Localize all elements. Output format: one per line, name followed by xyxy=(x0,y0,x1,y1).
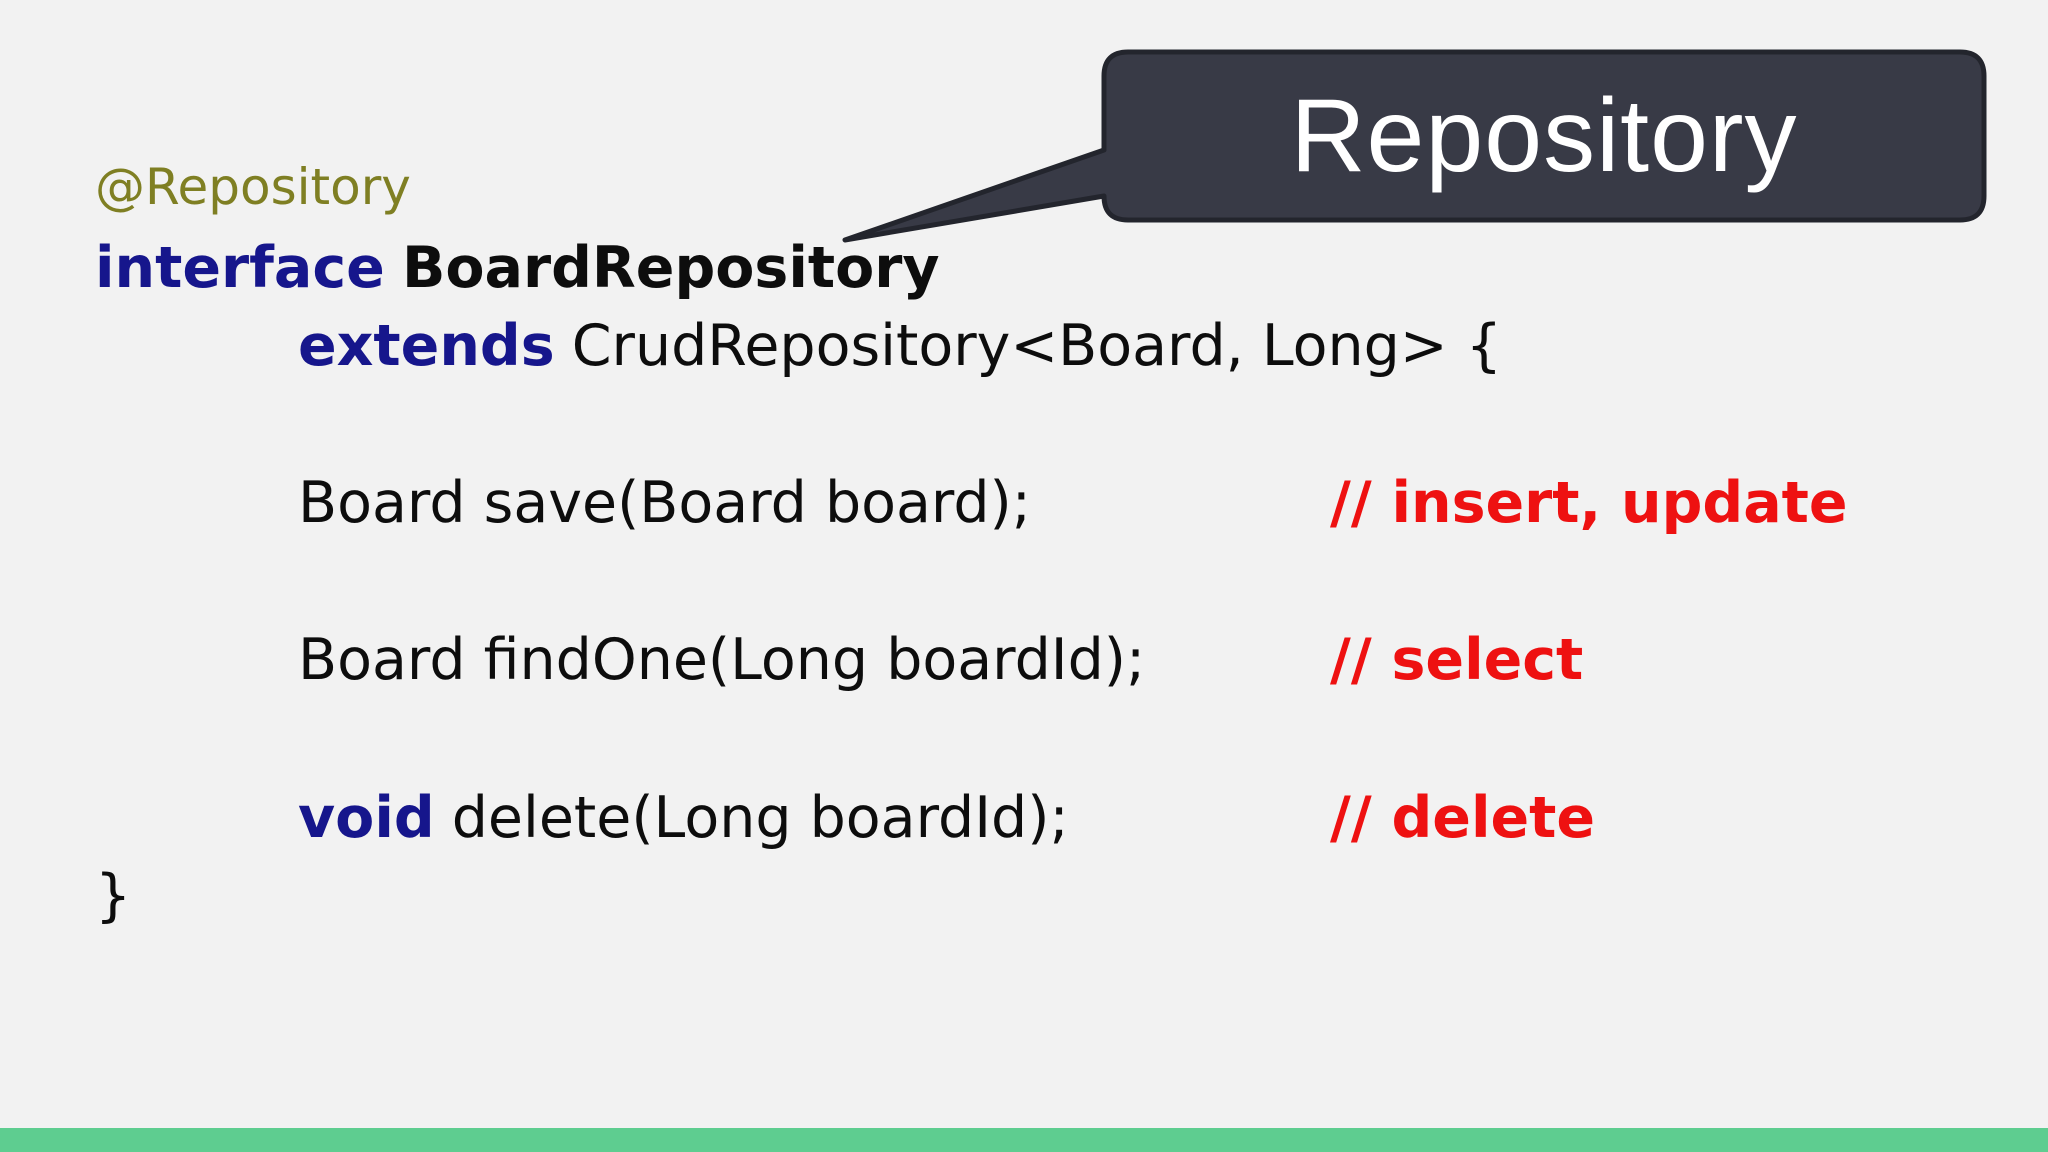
find-comment: // select xyxy=(1330,627,1584,693)
save-comment: // insert, update xyxy=(1330,470,1848,536)
save-method-text: Board save(Board board); xyxy=(298,470,1031,536)
extends-type: CrudRepository<Board, Long> { xyxy=(571,313,1502,379)
bottom-accent-bar xyxy=(0,1128,2048,1152)
code-line-closing-brace: } xyxy=(95,868,131,925)
delete-method-text: delete(Long boardId); xyxy=(451,785,1069,851)
closing-brace: } xyxy=(95,863,132,929)
code-line-save-method: Board save(Board board); // insert, upda… xyxy=(298,475,1848,532)
keyword-void: void xyxy=(298,785,435,851)
keyword-interface: interface xyxy=(95,235,385,301)
callout-label: Repository xyxy=(1290,77,1798,194)
code-line-find-method: Board findOne(Long boardId); // select xyxy=(298,632,1583,689)
delete-comment: // delete xyxy=(1330,785,1596,851)
find-method-text: Board findOne(Long boardId); xyxy=(298,627,1146,693)
code-line-annotation: @Repository xyxy=(95,162,411,212)
keyword-extends: extends xyxy=(298,313,555,379)
interface-name: BoardRepository xyxy=(401,235,940,301)
annotation-token: @Repository xyxy=(95,158,411,216)
